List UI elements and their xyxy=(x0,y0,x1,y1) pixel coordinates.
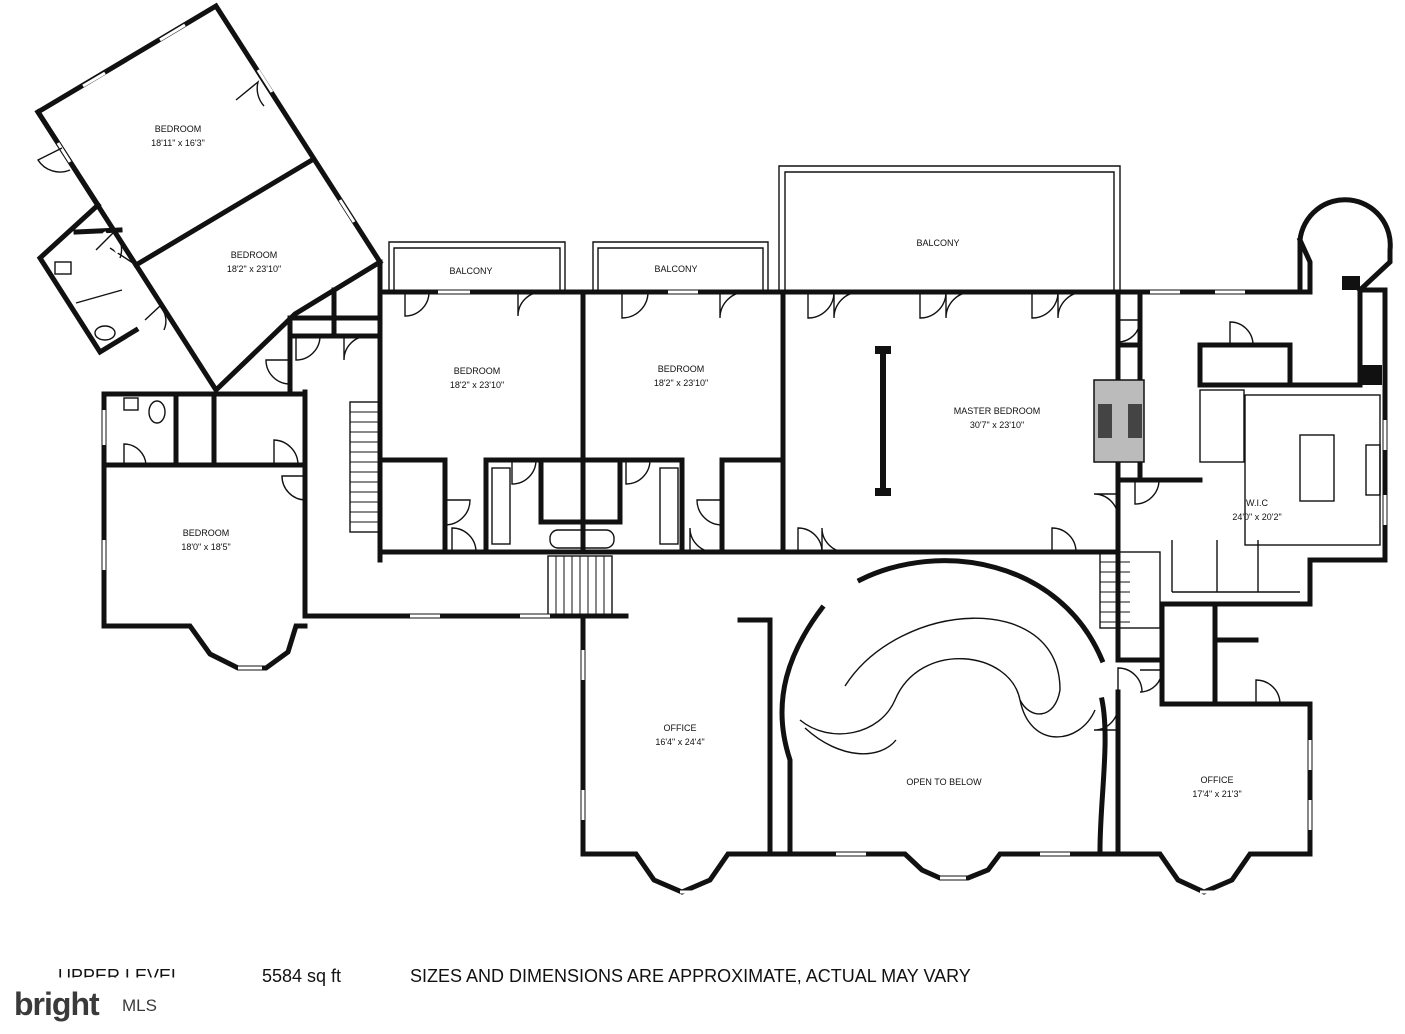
disclaimer: SIZES AND DIMENSIONS ARE APPROXIMATE, AC… xyxy=(410,966,971,986)
room-name: BEDROOM xyxy=(454,366,501,376)
room-dimensions: 18'2" x 23'10" xyxy=(227,264,281,274)
room-dimensions: 18'2" x 23'10" xyxy=(450,380,504,390)
sink-icon xyxy=(54,261,72,275)
watermark-brand: bright xyxy=(14,986,100,1022)
room-dimensions: 30'7" x 23'10" xyxy=(970,420,1024,430)
toilet-icon xyxy=(94,325,116,341)
stairs-west xyxy=(349,401,381,533)
east-wing-walls xyxy=(875,197,1393,663)
stairs-center xyxy=(547,555,613,617)
room-name: MASTER BEDROOM xyxy=(954,406,1041,416)
room-name: BEDROOM xyxy=(658,364,705,374)
balcony-label: BALCONY xyxy=(916,238,959,248)
room-name: BEDROOM xyxy=(231,250,278,260)
room-dimensions: 18'11" x 16'3" xyxy=(151,138,205,148)
watermark-logo xyxy=(0,984,178,1030)
room-name: OFFICE xyxy=(664,723,697,733)
room-labels: BEDROOM 18'11" x 16'3" BEDROOM 18'2" x 2… xyxy=(151,124,1282,799)
level-label: UPPER LEVEL xyxy=(58,966,182,986)
room-name: BEDROOM xyxy=(155,124,202,134)
stairs-east xyxy=(1099,551,1161,629)
room-dimensions: 18'0" x 18'5" xyxy=(181,542,230,552)
square-footage: 5584 sq ft xyxy=(262,966,342,986)
watermark-suffix: MLS xyxy=(122,996,157,1015)
doors xyxy=(36,80,1281,731)
windows xyxy=(102,290,1387,894)
balcony-label: BALCONY xyxy=(654,264,697,274)
nw-wing-windows xyxy=(56,23,356,337)
west-wing-walls xyxy=(101,391,308,671)
nw-wing-walls xyxy=(34,2,384,394)
main-walls xyxy=(287,259,1313,619)
room-name: OFFICE xyxy=(1201,775,1234,785)
balconies xyxy=(388,165,1121,292)
room-dimensions: 17'4" x 21'3" xyxy=(1192,789,1241,799)
room-name: BEDROOM xyxy=(183,528,230,538)
room-dimensions: 18'2" x 23'10" xyxy=(654,378,708,388)
balcony-label: BALCONY xyxy=(449,266,492,276)
toilet-icon xyxy=(148,400,166,424)
room-name: OPEN TO BELOW xyxy=(906,777,982,787)
room-dimensions: 16'4" x 24'4" xyxy=(655,737,704,747)
sink-icon xyxy=(123,397,139,411)
room-name: W.I.C xyxy=(1246,498,1268,508)
room-dimensions: 24'0" x 20'2" xyxy=(1232,512,1281,522)
